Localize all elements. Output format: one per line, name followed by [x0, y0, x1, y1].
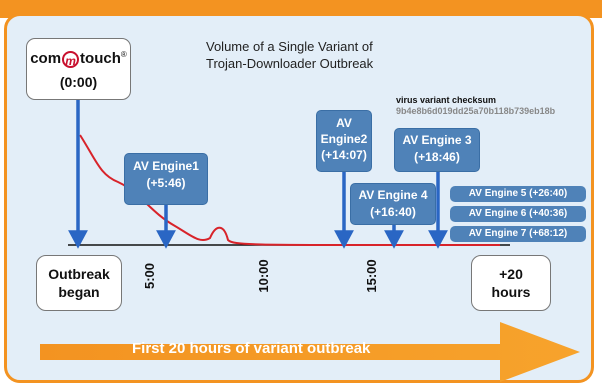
checksum-label: virus variant checksum [396, 95, 497, 105]
engine-2-name: AV [336, 116, 352, 130]
logo-text-touch: touch [80, 50, 121, 67]
engine1-arrow-head [156, 230, 176, 249]
logo-m-mark: m [62, 50, 80, 68]
origin-time-label: (0:00) [59, 73, 98, 90]
tick-5h: 5:00 [142, 262, 157, 290]
engine-3-time: (+18:46) [414, 150, 460, 164]
av-engine-3-callout: AV Engine 3 (+18:46) [394, 128, 480, 172]
title-line-1: Volume of a Single Variant of [206, 39, 373, 54]
engine-2-name-line2: Engine2 [320, 132, 368, 146]
registered-mark: ® [120, 50, 127, 59]
engine-2-time: (+14:07) [321, 148, 367, 162]
start-line-2: began [58, 284, 100, 300]
title-line-2: Trojan-Downloader Outbreak [206, 56, 374, 71]
engine-3-name: AV Engine 3 [402, 133, 472, 147]
engine-1-name: AV Engine1 [133, 159, 199, 173]
av-engine-1-callout: AV Engine1 (+5:46) [124, 153, 208, 205]
engine-1-time: (+5:46) [146, 176, 186, 190]
end-20-hours-label: +20 hours [471, 255, 551, 311]
end-line-2: hours [491, 284, 531, 300]
start-line-1: Outbreak [48, 266, 110, 282]
outbreak-began-label: Outbreak began [36, 255, 122, 311]
variant-volume-curve [79, 134, 501, 247]
tick-15h: 15:00 [364, 259, 379, 293]
av-engine-2-callout: AV Engine2 (+14:07) [316, 110, 372, 172]
logo-text-com: com [30, 50, 62, 67]
engine-4-time: (+16:40) [370, 205, 416, 219]
origin-arrow-head [68, 230, 88, 249]
av-engine-5-pill: AV Engine 5 (+26:40) [450, 186, 586, 202]
av-engine-6-pill: AV Engine 6 (+40:36) [450, 206, 586, 222]
timeline-arrow [40, 322, 580, 382]
engine3-arrow-head [428, 230, 448, 249]
checksum-value: 9b4e8b6d019dd25a70b118b739eb18b [396, 106, 556, 116]
diagram-title: Volume of a Single Variant of Trojan-Dow… [206, 38, 386, 72]
tick-10h: 10:00 [256, 259, 271, 293]
engine4-arrow-head [384, 230, 404, 249]
av-engine-7-pill: AV Engine 7 (+68:12) [450, 226, 586, 242]
end-line-1: +20 [499, 266, 523, 282]
av-engine-4-callout: AV Engine 4 (+16:40) [350, 183, 436, 225]
engine-4-name: AV Engine 4 [358, 188, 428, 202]
engine2-arrow-head [334, 230, 354, 249]
arrow-caption: First 20 hours of variant outbreak [132, 340, 371, 357]
